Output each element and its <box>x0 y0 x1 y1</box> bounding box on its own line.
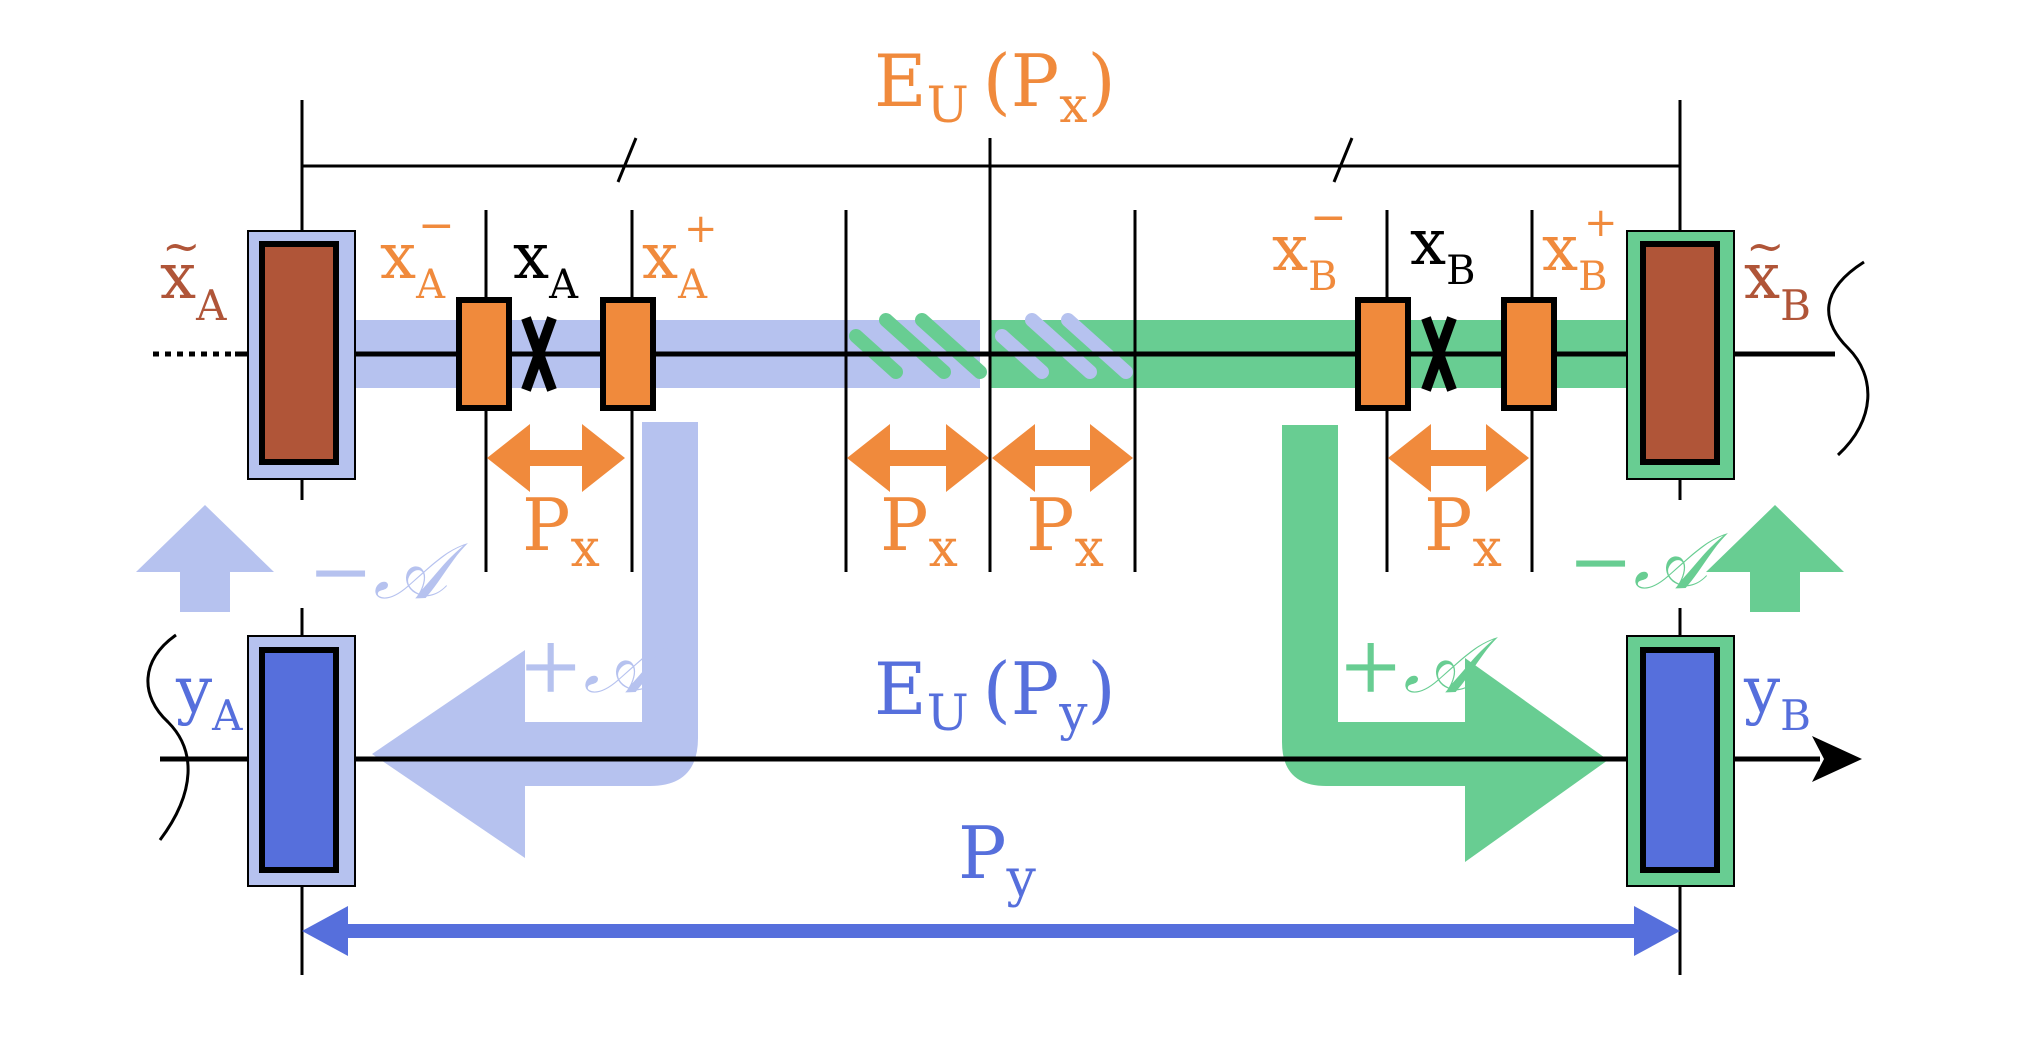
svg-text:Px: Px <box>880 483 958 579</box>
x-plus-a-label: xA <box>642 220 708 308</box>
curly-break-icon <box>146 633 190 841</box>
mid-title: EU(Py) <box>874 647 1116 742</box>
x-b-label: xB <box>1410 206 1476 294</box>
curly-break-icon <box>1827 260 1870 457</box>
x-a-label: xA <box>513 220 579 308</box>
x-track <box>153 313 1835 388</box>
cross-mark-icon <box>521 316 557 392</box>
double-arrow-icon <box>992 424 1133 492</box>
x-minus-b-box <box>1355 297 1411 411</box>
x-tilde-b-accent: ~ <box>1746 219 1785 273</box>
svg-text:Px: Px <box>1424 483 1502 579</box>
x-minus-a-label: xA <box>380 220 446 308</box>
plus-a-right-label: +𝒜 <box>1338 621 1498 711</box>
x-sample-boxes <box>456 297 1557 411</box>
double-arrow-icon <box>847 424 989 492</box>
x-tilde-b-block <box>1626 230 1735 480</box>
svg-text:−: − <box>1310 192 1347 243</box>
y-b-label: yB <box>1743 654 1811 740</box>
x-tilde-a-label: xA <box>160 240 227 330</box>
y-b-block <box>1626 635 1735 887</box>
top-dimension-line <box>302 137 1680 183</box>
break-mark-icon <box>1332 137 1354 183</box>
x-minus-b-label: xB <box>1272 212 1338 300</box>
px-labels: Px Px Px Px <box>522 483 1502 579</box>
break-mark-icon <box>616 137 638 183</box>
svg-text:Px: Px <box>522 483 600 579</box>
l-arrow-icon <box>372 422 698 858</box>
cross-mark-icon <box>1421 316 1457 392</box>
svg-text:+: + <box>684 206 718 252</box>
y-a-block <box>247 635 356 887</box>
py-label: Py <box>958 811 1036 909</box>
py-dimension-arrow <box>302 906 1680 956</box>
x-plus-b-label: xB <box>1542 212 1608 300</box>
top-title: EU(Px) <box>874 39 1116 134</box>
up-arrow-icon <box>1706 505 1844 612</box>
minus-a-left-label: −𝒜 <box>308 527 468 617</box>
x-tilde-a-block <box>247 230 356 480</box>
svg-text:Px: Px <box>1026 483 1104 579</box>
x-plus-b-box <box>1501 297 1557 411</box>
plus-a-left-label: +𝒜 <box>518 621 678 711</box>
double-arrow-icon <box>487 424 625 492</box>
svg-text:+: + <box>1584 200 1618 246</box>
x-tilde-a-accent: ~ <box>162 219 201 273</box>
y-track <box>146 633 1862 841</box>
axis-arrowhead-icon <box>1812 736 1862 782</box>
x-minus-a-box <box>456 297 512 411</box>
x-plus-a-box <box>600 297 656 411</box>
y-a-label: yA <box>175 654 243 740</box>
x-labels: xA ~ xB ~ xA − xA xA + xB − xB xB + <box>160 192 1811 330</box>
l-arrow-icon <box>1282 425 1608 862</box>
minus-a-right-label: −𝒜 <box>1568 517 1728 607</box>
up-arrow-icon <box>136 505 274 612</box>
x-tilde-b-label: xB <box>1744 240 1811 330</box>
double-arrow-icon <box>1388 424 1529 492</box>
svg-text:−: − <box>418 200 455 251</box>
